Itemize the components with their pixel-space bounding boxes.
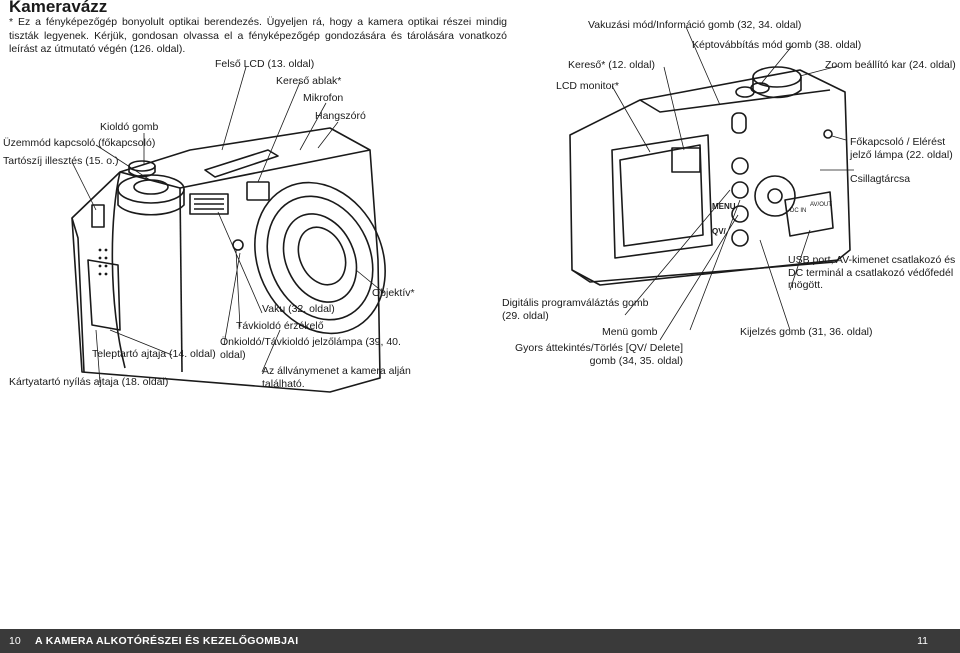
av-out-mark: AV/OUT bbox=[810, 202, 832, 208]
label-card-door: Kártyatartó nyílás ajtaja (18. oldal) bbox=[9, 376, 169, 388]
qv-button bbox=[731, 205, 749, 223]
label-display: Kijelzés gomb (31, 36. oldal) bbox=[740, 326, 873, 338]
label-strap: Tartószíj illesztés (15. o.) bbox=[3, 155, 119, 167]
label-usb: USB port, AV-kimenet csatlakozó és DC te… bbox=[788, 254, 956, 291]
page-title: Kameravázz bbox=[9, 0, 108, 16]
label-speaker: Hangszóró bbox=[315, 110, 366, 122]
qv-mark: QV/ bbox=[712, 227, 726, 236]
front-top-edge bbox=[119, 149, 371, 189]
label-flash: Vaku (32. oldal) bbox=[262, 303, 335, 315]
label-mode-switch: Üzemmód kapcsoló (főkapcsoló) bbox=[3, 137, 156, 149]
viewfinder-window bbox=[246, 181, 270, 201]
label-lens: Objektív* bbox=[372, 287, 415, 299]
lens-outer bbox=[254, 181, 386, 335]
label-viewfinder-window: Kereső ablak* bbox=[276, 75, 342, 87]
label-self-timer: Önkioldó/Távkioldó jelzőlámpa (39, 40. o… bbox=[220, 336, 401, 361]
page-footer: 10 A KAMERA ALKOTÓRÉSZEI ÉS KEZELŐGOMBJA… bbox=[0, 629, 960, 653]
menu-button bbox=[731, 181, 749, 199]
section-title: A KAMERA ALKOTÓRÉSZEI ÉS KEZELŐGOMBJAI bbox=[35, 635, 299, 647]
front-face bbox=[179, 187, 183, 373]
menu-mark: MENU bbox=[712, 202, 736, 211]
power-switch bbox=[731, 112, 747, 134]
front-side bbox=[71, 217, 85, 373]
label-shutter: Kioldó gomb bbox=[100, 121, 159, 133]
shutter-button bbox=[128, 160, 156, 172]
label-menu: Menü gomb bbox=[602, 326, 658, 338]
page-number-left: 10 bbox=[9, 635, 21, 647]
label-controller: Csillagtárcsa bbox=[850, 173, 911, 185]
back-viewfinder bbox=[671, 147, 701, 173]
label-zoom: Zoom beállító kar (24. oldal) bbox=[825, 59, 956, 71]
strap-lug bbox=[91, 204, 105, 228]
back-top-edge bbox=[639, 89, 831, 113]
label-top-lcd: Felső LCD (13. oldal) bbox=[215, 58, 315, 70]
top-lcd bbox=[204, 149, 279, 178]
usb-cover bbox=[784, 191, 834, 237]
page-number-right: 11 bbox=[917, 635, 928, 647]
intro-note: * Ez a fényképezőgép bonyolult optikai b… bbox=[9, 16, 507, 55]
label-remote-sensor: Távkioldó érzékelő bbox=[236, 320, 324, 332]
label-microphone: Mikrofon bbox=[303, 92, 344, 104]
front-body-outline bbox=[71, 127, 381, 393]
camera-illustration bbox=[71, 26, 854, 393]
display-button bbox=[731, 229, 749, 247]
flash bbox=[189, 193, 229, 215]
label-viewfinder: Kereső* (12. oldal) bbox=[568, 59, 655, 71]
label-main-switch: Főkapcsoló / Elérést jelző lámpa (22. ol… bbox=[850, 136, 953, 161]
self-timer-lamp bbox=[232, 239, 244, 251]
label-flash-mode: Vakuzási mód/Információ gomb (32, 34. ol… bbox=[588, 19, 802, 31]
label-tripod: Az állványmenet a kamera alján található… bbox=[262, 365, 411, 390]
label-digital-subject: Digitális programváláztás gomb (29. olda… bbox=[502, 297, 649, 322]
dc-in-mark: DC IN bbox=[790, 208, 807, 214]
front-grip bbox=[111, 171, 126, 369]
label-battery-door: Teleptartó ajtaja (14. oldal) bbox=[92, 348, 216, 360]
card-door bbox=[87, 259, 121, 331]
label-drive-mode: Képtovábbítás mód gomb (38. oldal) bbox=[692, 39, 862, 51]
lcd-monitor bbox=[619, 144, 704, 247]
controller bbox=[754, 175, 796, 217]
label-quick-view: Gyors áttekintés/Törlés [QV/ Delete] gom… bbox=[514, 342, 683, 367]
label-lcd-monitor: LCD monitor* bbox=[556, 80, 620, 92]
